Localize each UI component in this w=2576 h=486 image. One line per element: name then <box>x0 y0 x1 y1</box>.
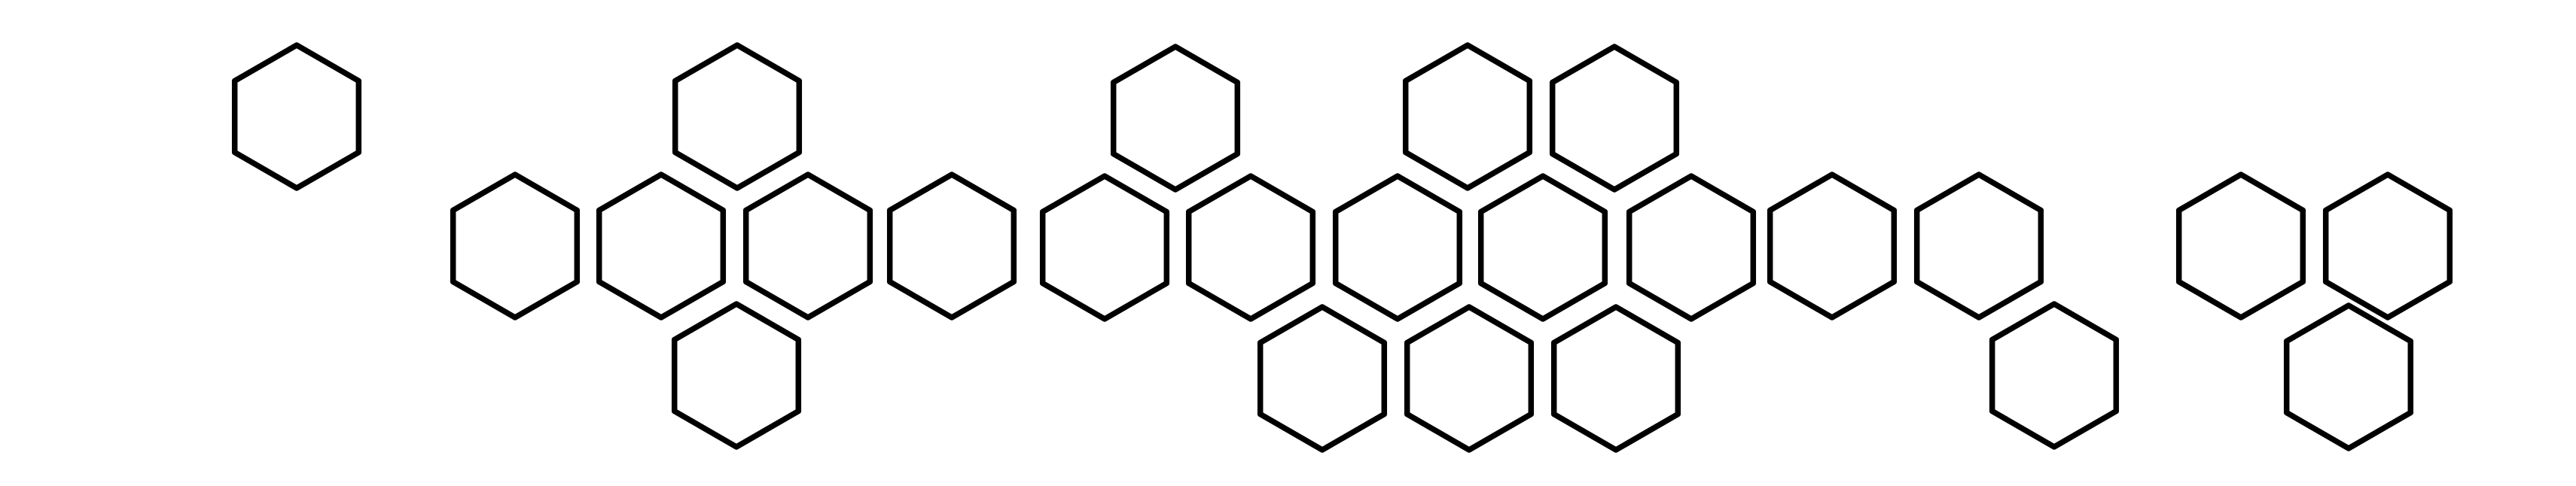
hexagon-15 <box>1767 172 1898 320</box>
hexagon-1 <box>231 42 362 191</box>
hexagon-17 <box>2175 172 2306 320</box>
hexagon-6 <box>450 172 581 320</box>
hexagon-10 <box>1039 173 1170 322</box>
hexagon-2 <box>672 42 803 191</box>
hexagon-3 <box>1110 44 1241 193</box>
hexagon-7 <box>596 172 727 320</box>
hexagon-16 <box>1913 172 2044 320</box>
hexagon-22 <box>1550 304 1681 453</box>
hexagon-11 <box>1185 173 1316 322</box>
hexagon-21 <box>1404 304 1535 453</box>
hexagon-13 <box>1477 173 1608 322</box>
hexagon-4 <box>1402 42 1533 191</box>
hexagon-8 <box>742 172 873 320</box>
hexagon-14 <box>1626 173 1757 322</box>
hexagon-18 <box>2322 172 2453 320</box>
hexagon-24 <box>2283 302 2414 451</box>
hexagon-20 <box>1257 304 1388 453</box>
hexagon-19 <box>671 301 802 450</box>
hexagon-9 <box>886 172 1017 320</box>
hexagon-12 <box>1332 173 1463 322</box>
hexagon-5 <box>1549 44 1680 193</box>
hexagon-23 <box>1989 301 2120 450</box>
